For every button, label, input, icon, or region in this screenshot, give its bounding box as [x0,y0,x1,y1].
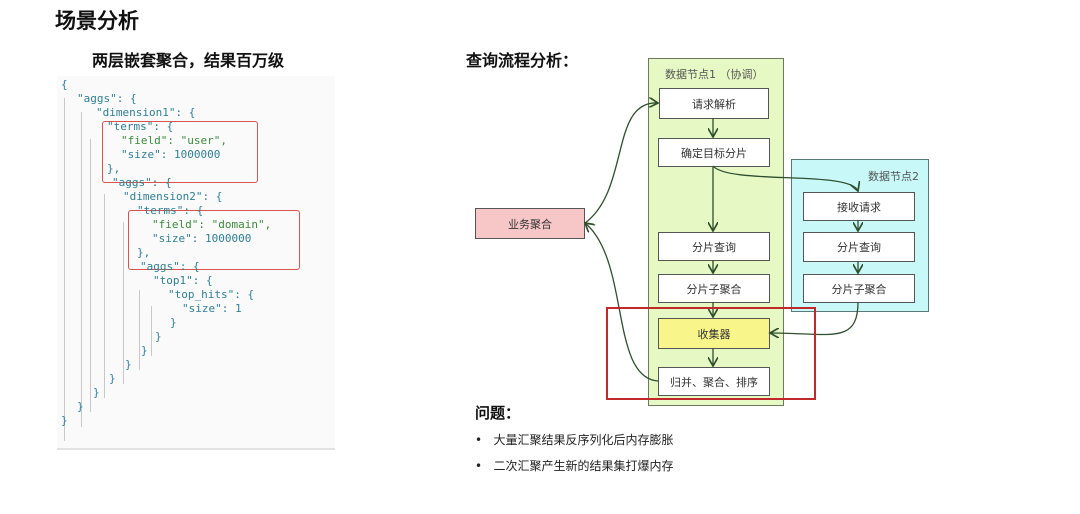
code-line: "top_hits": { [168,288,255,301]
code-line: "aggs": { [112,176,172,189]
node2-shard-query: 分片查询 [803,232,915,262]
problem-text: 二次汇聚产生新的结果集打爆内存 [493,459,674,473]
code-line: "field": "domain", [152,218,272,231]
node-merge-agg-sort: 归并、聚合、排序 [658,367,770,396]
problem-text: 大量汇聚结果反序列化后内存膨胀 [493,433,674,447]
code-line: } [109,372,116,385]
code-line: } [170,316,177,329]
code-line: { [61,78,68,91]
data-node-2-label: 数据节点2 [868,170,919,183]
code-line: }, [137,246,151,259]
code-line: "terms": { [107,120,174,133]
node2-shard-subagg: 分片子聚合 [803,274,915,303]
code-line: } [155,330,162,343]
highlight-terms-1 [102,121,258,183]
left-heading: 两层嵌套聚合，结果百万级 [92,51,285,70]
code-line: "field": "user", [121,134,227,147]
node-shard-subagg: 分片子聚合 [658,274,770,303]
right-heading: 查询流程分析： [466,51,579,70]
code-line: } [61,414,68,427]
data-node-1-label: 数据节点1 （协调） [665,68,764,81]
bullet-icon: • [475,433,483,447]
code-line: } [77,400,84,413]
code-line: "terms": { [137,204,204,217]
problem-item: • 二次汇聚产生新的结果集打爆内存 [475,457,674,474]
bullet-icon: • [475,459,483,473]
highlight-box [606,307,816,400]
node-business-agg: 业务聚合 [475,208,585,239]
code-line: } [93,386,100,399]
node-shard-query: 分片查询 [658,232,770,261]
slide-title: 场景分析 [55,9,139,33]
problem-item: • 大量汇聚结果反序列化后内存膨胀 [475,431,674,448]
code-line: "dimension2": { [123,190,223,203]
node2-receive-request: 接收请求 [803,192,915,221]
code-line: "size": 1 [182,302,242,315]
code-line: "size": 1000000 [152,232,252,245]
code-line: "top1": { [153,274,213,287]
code-line: } [125,358,132,371]
code-line: "aggs": { [140,260,200,273]
code-line: "dimension1": { [96,106,196,119]
problems-heading: 问题： [475,404,521,422]
code-block: { "aggs": { "dimension1": { "terms": { "… [57,76,335,450]
code-line: "size": 1000000 [121,148,221,161]
node-collector: 收集器 [658,318,770,349]
code-line: } [141,344,148,357]
node-request-parse: 请求解析 [659,88,769,119]
node-target-shards: 确定目标分片 [658,138,770,167]
highlight-terms-2 [128,210,300,270]
code-line: "aggs": { [77,92,137,105]
code-line: }, [107,162,121,175]
